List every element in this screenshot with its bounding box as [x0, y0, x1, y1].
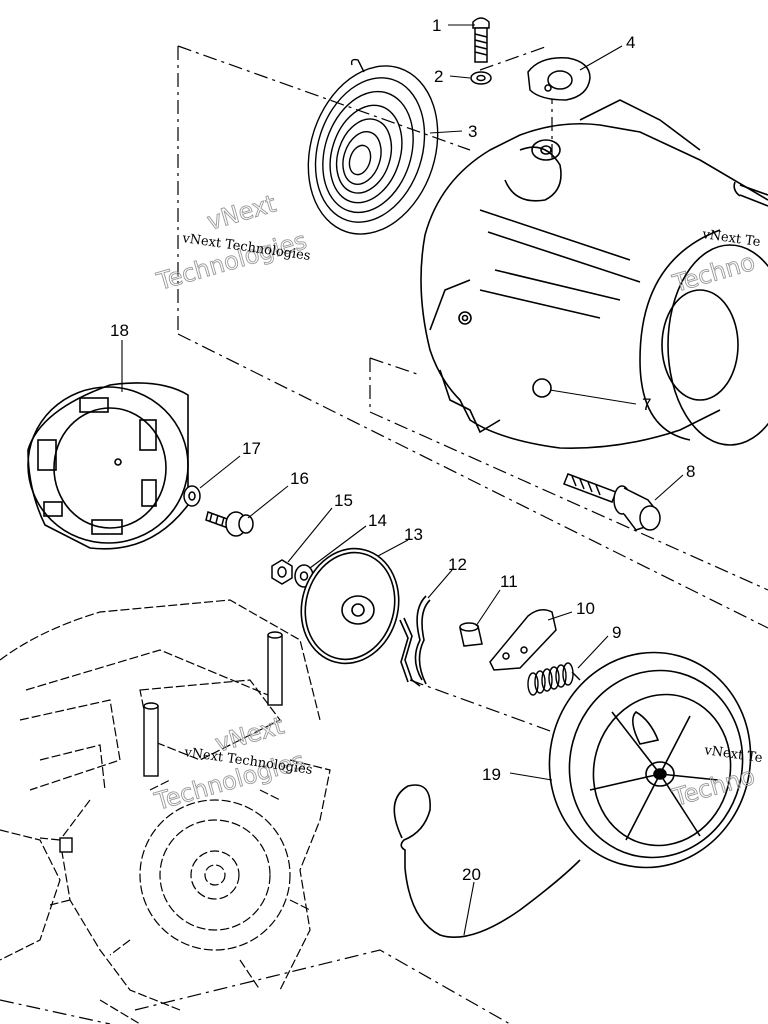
part-nut-15	[271, 559, 293, 585]
part-spring-9	[527, 662, 581, 696]
part-drive-plate-13	[300, 547, 400, 665]
callout-15: 15	[334, 491, 353, 510]
callout-2: 2	[434, 67, 443, 86]
leader-17	[199, 455, 241, 489]
leader-lines	[121, 24, 684, 936]
leader-19	[509, 772, 553, 781]
part-washer-17	[183, 485, 201, 507]
callout-3: 3	[468, 122, 477, 141]
callout-12: 12	[448, 555, 467, 574]
part-pin-11	[459, 622, 483, 647]
part-friction-spring-12	[399, 595, 431, 687]
callout-19: 19	[482, 765, 501, 784]
watermark-top-right: Techno vNext Te	[669, 227, 762, 299]
leader-11	[475, 589, 501, 627]
leader-7	[549, 389, 637, 405]
part-reel-19	[548, 651, 752, 869]
leader-20	[463, 881, 475, 936]
leader-2	[449, 75, 471, 79]
watermark-small-partial: vNext Te	[700, 227, 761, 250]
callout-10: 10	[576, 599, 595, 618]
starter-housing	[420, 99, 768, 449]
callout-11: 11	[500, 572, 518, 591]
leader-12	[427, 569, 453, 599]
callout-16: 16	[290, 469, 309, 488]
leader-4	[579, 45, 623, 71]
leader-3	[429, 130, 463, 134]
leader-15	[287, 507, 333, 563]
watermark-large-line1: vNext	[204, 190, 279, 236]
watermark-top-left: vNext Technologies vNext Technologies	[153, 189, 312, 296]
part-bolt-1	[472, 17, 490, 63]
watermark-large-line2: Technologies	[153, 226, 310, 296]
crankcase-studs	[59, 631, 283, 853]
leader-8	[654, 474, 684, 501]
callout-17: 17	[242, 439, 261, 458]
part-ratchet-10	[489, 609, 557, 671]
leader-10	[547, 611, 573, 621]
watermark-large-partial: Techno	[669, 248, 758, 298]
callout-labels: 1 2 3 4 7 8 18 17 16 15 14 13 12 11 10 9…	[110, 16, 695, 884]
callout-1: 1	[432, 16, 441, 35]
part-flange-bolt-16	[205, 511, 254, 537]
part-plate-4	[527, 57, 591, 101]
callout-7: 7	[642, 395, 651, 414]
part-rope-20	[393, 784, 581, 938]
leader-9	[577, 635, 609, 669]
callout-13: 13	[404, 525, 423, 544]
callout-14: 14	[368, 511, 387, 530]
leader-14	[309, 525, 367, 569]
part-washer-2	[470, 71, 492, 85]
part-long-bolt-8	[563, 473, 661, 531]
callout-20: 20	[462, 865, 481, 884]
leader-16	[247, 485, 289, 519]
leader-13	[377, 539, 409, 557]
callout-9: 9	[612, 623, 621, 642]
callout-8: 8	[686, 462, 695, 481]
callout-4: 4	[626, 33, 635, 52]
part-starter-cup-18	[27, 382, 189, 550]
watermark-center: vNext Technologies vNext Technologies	[151, 711, 314, 816]
part-recoil-spring-3	[307, 58, 439, 235]
callout-18: 18	[110, 321, 129, 340]
